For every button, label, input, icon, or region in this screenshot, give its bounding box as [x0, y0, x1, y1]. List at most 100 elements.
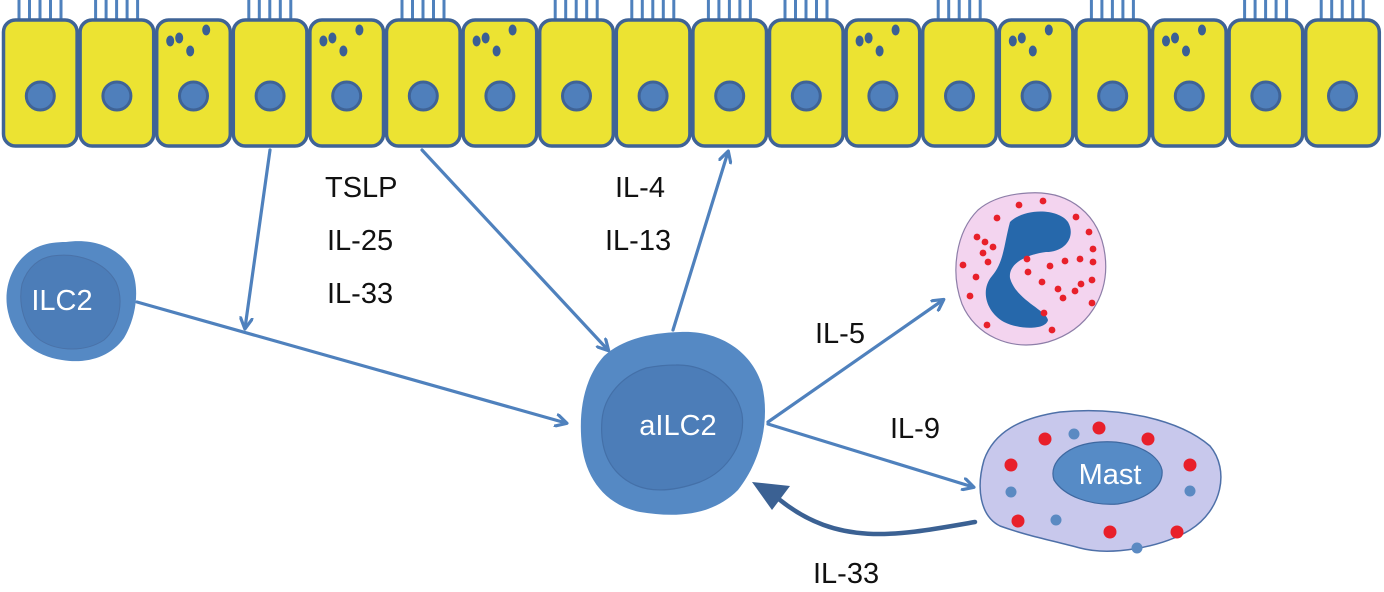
eosinophil-granule [984, 258, 992, 266]
epithelial-cell-ciliated [1074, 0, 1152, 148]
nucleus-icon [1327, 80, 1358, 112]
cilia-icon [553, 0, 599, 21]
eosinophil-granule [989, 243, 997, 251]
cilia-icon [783, 0, 829, 21]
epithelial-cell-goblet [308, 18, 386, 148]
epithelial-cell-ciliated [537, 0, 616, 148]
nucleus-icon [178, 80, 209, 112]
cytokine-labels: TSLP IL-25 IL-33 IL-4 IL-13 IL-5 IL-9 IL… [325, 172, 940, 590]
mast-granule-red [1092, 421, 1106, 435]
eosinophil-granule [1089, 258, 1097, 266]
eosinophil-granule [972, 273, 980, 281]
epithelial-cell-goblet [997, 18, 1075, 148]
mast-granule-blue [1005, 486, 1017, 498]
cytokine-il-33: IL-33 [327, 278, 393, 310]
ilc2-label: ILC2 [31, 285, 92, 317]
nucleus-icon [407, 80, 439, 112]
arrows [135, 148, 973, 487]
mast-granule-red [1170, 525, 1184, 539]
cilia-icon [706, 0, 752, 21]
cilia-icon [247, 0, 293, 21]
eosinophil-granule [1038, 278, 1046, 286]
secretory-granules-icon [319, 24, 364, 57]
nucleus-icon [484, 80, 516, 112]
nucleus-icon [944, 80, 975, 112]
eosinophil-granule [959, 261, 967, 269]
nucleus-icon [1097, 80, 1129, 112]
secretory-granules-icon [1162, 24, 1206, 57]
cilia-icon [17, 0, 63, 21]
epithelial-cell-goblet [461, 18, 539, 148]
eosinophil-granule [1071, 287, 1079, 295]
nucleus-icon [637, 80, 669, 112]
eosinophil-granule [1059, 294, 1067, 302]
mast-granule-blue [1068, 428, 1080, 440]
eosinophil-granule [1088, 276, 1096, 284]
mast-granules [1004, 421, 1197, 554]
eosinophil-granule [981, 238, 989, 246]
ailc2-label: aILC2 [639, 410, 716, 442]
nucleus-icon [561, 80, 592, 112]
arrow-epithelium-to-ailc2 [420, 148, 608, 350]
mast-label: Mast [1079, 459, 1142, 491]
mast-cell: Mast [979, 409, 1222, 554]
airway-epithelium [1, 0, 1382, 148]
eosinophil-granule [1039, 197, 1047, 205]
secretory-granules-icon [166, 24, 211, 57]
epithelial-cell-ciliated [1303, 0, 1382, 148]
arrow-mast-to-ailc2-feedback [752, 482, 978, 537]
nucleus-icon [867, 80, 899, 112]
cilia-icon [1089, 0, 1135, 21]
mast-granule-blue [1050, 514, 1062, 526]
eosinophil-granule [1076, 255, 1084, 263]
epithelial-cell-goblet [1150, 18, 1228, 148]
secretory-granules-icon [855, 24, 900, 57]
ilc2-cell: ILC2 [6, 241, 137, 362]
eosinophil-granule [979, 249, 987, 257]
arrow-ailc2-to-mast [766, 422, 973, 487]
cytokine-tslp: TSLP [325, 172, 398, 204]
cytokine-il-13: IL-13 [605, 225, 671, 257]
eosinophil-granule [1077, 280, 1085, 288]
epithelial-cell-ciliated [614, 0, 692, 148]
eosinophil-cell [955, 192, 1107, 346]
arrow-ailc2-to-epithelium [671, 152, 728, 332]
cytokine-il-25: IL-25 [327, 225, 393, 257]
mast-granule-red [1141, 432, 1155, 446]
nucleus-icon [790, 80, 822, 112]
mast-granule-red [1038, 432, 1052, 446]
cytokine-il-33-feedback: IL-33 [813, 558, 879, 590]
cilia-icon [630, 0, 676, 21]
cytokine-il-9: IL-9 [890, 413, 940, 445]
eosinophil-granule [1089, 245, 1097, 253]
eosinophil-granule [1015, 201, 1023, 209]
cilia-icon [94, 0, 140, 21]
epithelial-cell-ciliated [767, 0, 845, 148]
eosinophil-granule [983, 321, 991, 329]
cilia-icon [400, 0, 446, 21]
arrow-ailc2-to-eosinophil [766, 300, 943, 424]
cilia-icon [1319, 0, 1365, 21]
epithelial-cell-ciliated [920, 0, 999, 148]
eosinophil-granule [1023, 255, 1031, 263]
cilia-icon [1243, 0, 1289, 21]
eosinophil-granule [966, 292, 974, 300]
arrow-epithelium-to-ilc2-path [245, 148, 272, 328]
eosinophil-granule [973, 233, 981, 241]
mast-granule-red [1011, 514, 1025, 528]
eosinophil-granule [1024, 268, 1032, 276]
secretory-granules-icon [1008, 24, 1053, 57]
eosinophil-granule [1048, 326, 1056, 334]
mast-granule-red [1183, 458, 1197, 472]
eosinophil-granules [959, 197, 1097, 334]
cilia-icon [936, 0, 982, 21]
nucleus-icon [24, 80, 56, 112]
eosinophil-granule [1046, 262, 1054, 270]
eosinophil-granule [1061, 257, 1069, 265]
nucleus-icon [714, 80, 746, 112]
epithelial-cell-goblet [844, 18, 922, 148]
cytokine-il-4: IL-4 [615, 172, 665, 204]
nucleus-icon [1020, 80, 1052, 112]
eosinophil-granule [1088, 299, 1096, 307]
